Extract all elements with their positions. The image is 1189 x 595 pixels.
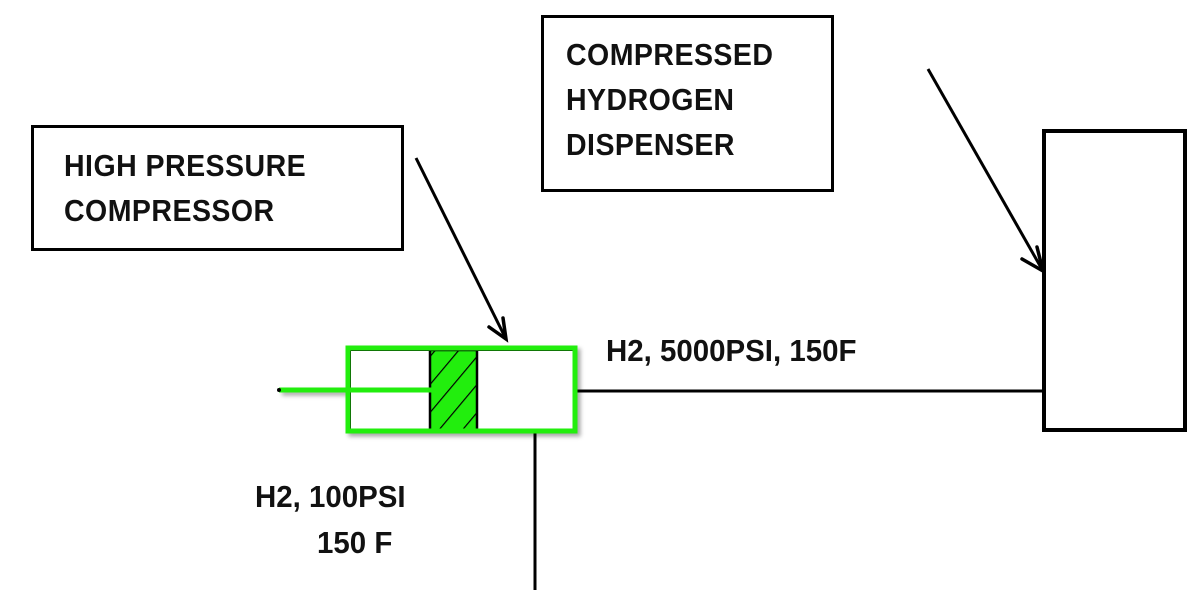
compressor-callout-arrow bbox=[414, 157, 509, 343]
compressor-piston bbox=[428, 348, 479, 433]
compressor-label-line-1: HIGH PRESSURE bbox=[64, 148, 307, 183]
dispenser-label-line-2: HYDROGEN bbox=[566, 82, 735, 117]
inlet-stream-label-line-2: 150 F bbox=[317, 525, 393, 560]
dispenser-label-line-1: COMPRESSED bbox=[566, 37, 774, 72]
dispenser-unit bbox=[1042, 129, 1187, 432]
dispenser-callout-arrow bbox=[926, 68, 1046, 275]
compressor-label-box bbox=[31, 125, 404, 251]
compressor-label-line-2: COMPRESSOR bbox=[64, 193, 275, 228]
rod-end-dot bbox=[277, 388, 281, 392]
outlet-stream-label: H2, 5000PSI, 150F bbox=[606, 333, 857, 368]
dispenser-label-box bbox=[541, 15, 834, 192]
dispenser-label-line-3: DISPENSER bbox=[566, 127, 735, 162]
inlet-stream-label-line-1: H2, 100PSI bbox=[255, 479, 406, 514]
compressor-symbol bbox=[279, 345, 578, 434]
